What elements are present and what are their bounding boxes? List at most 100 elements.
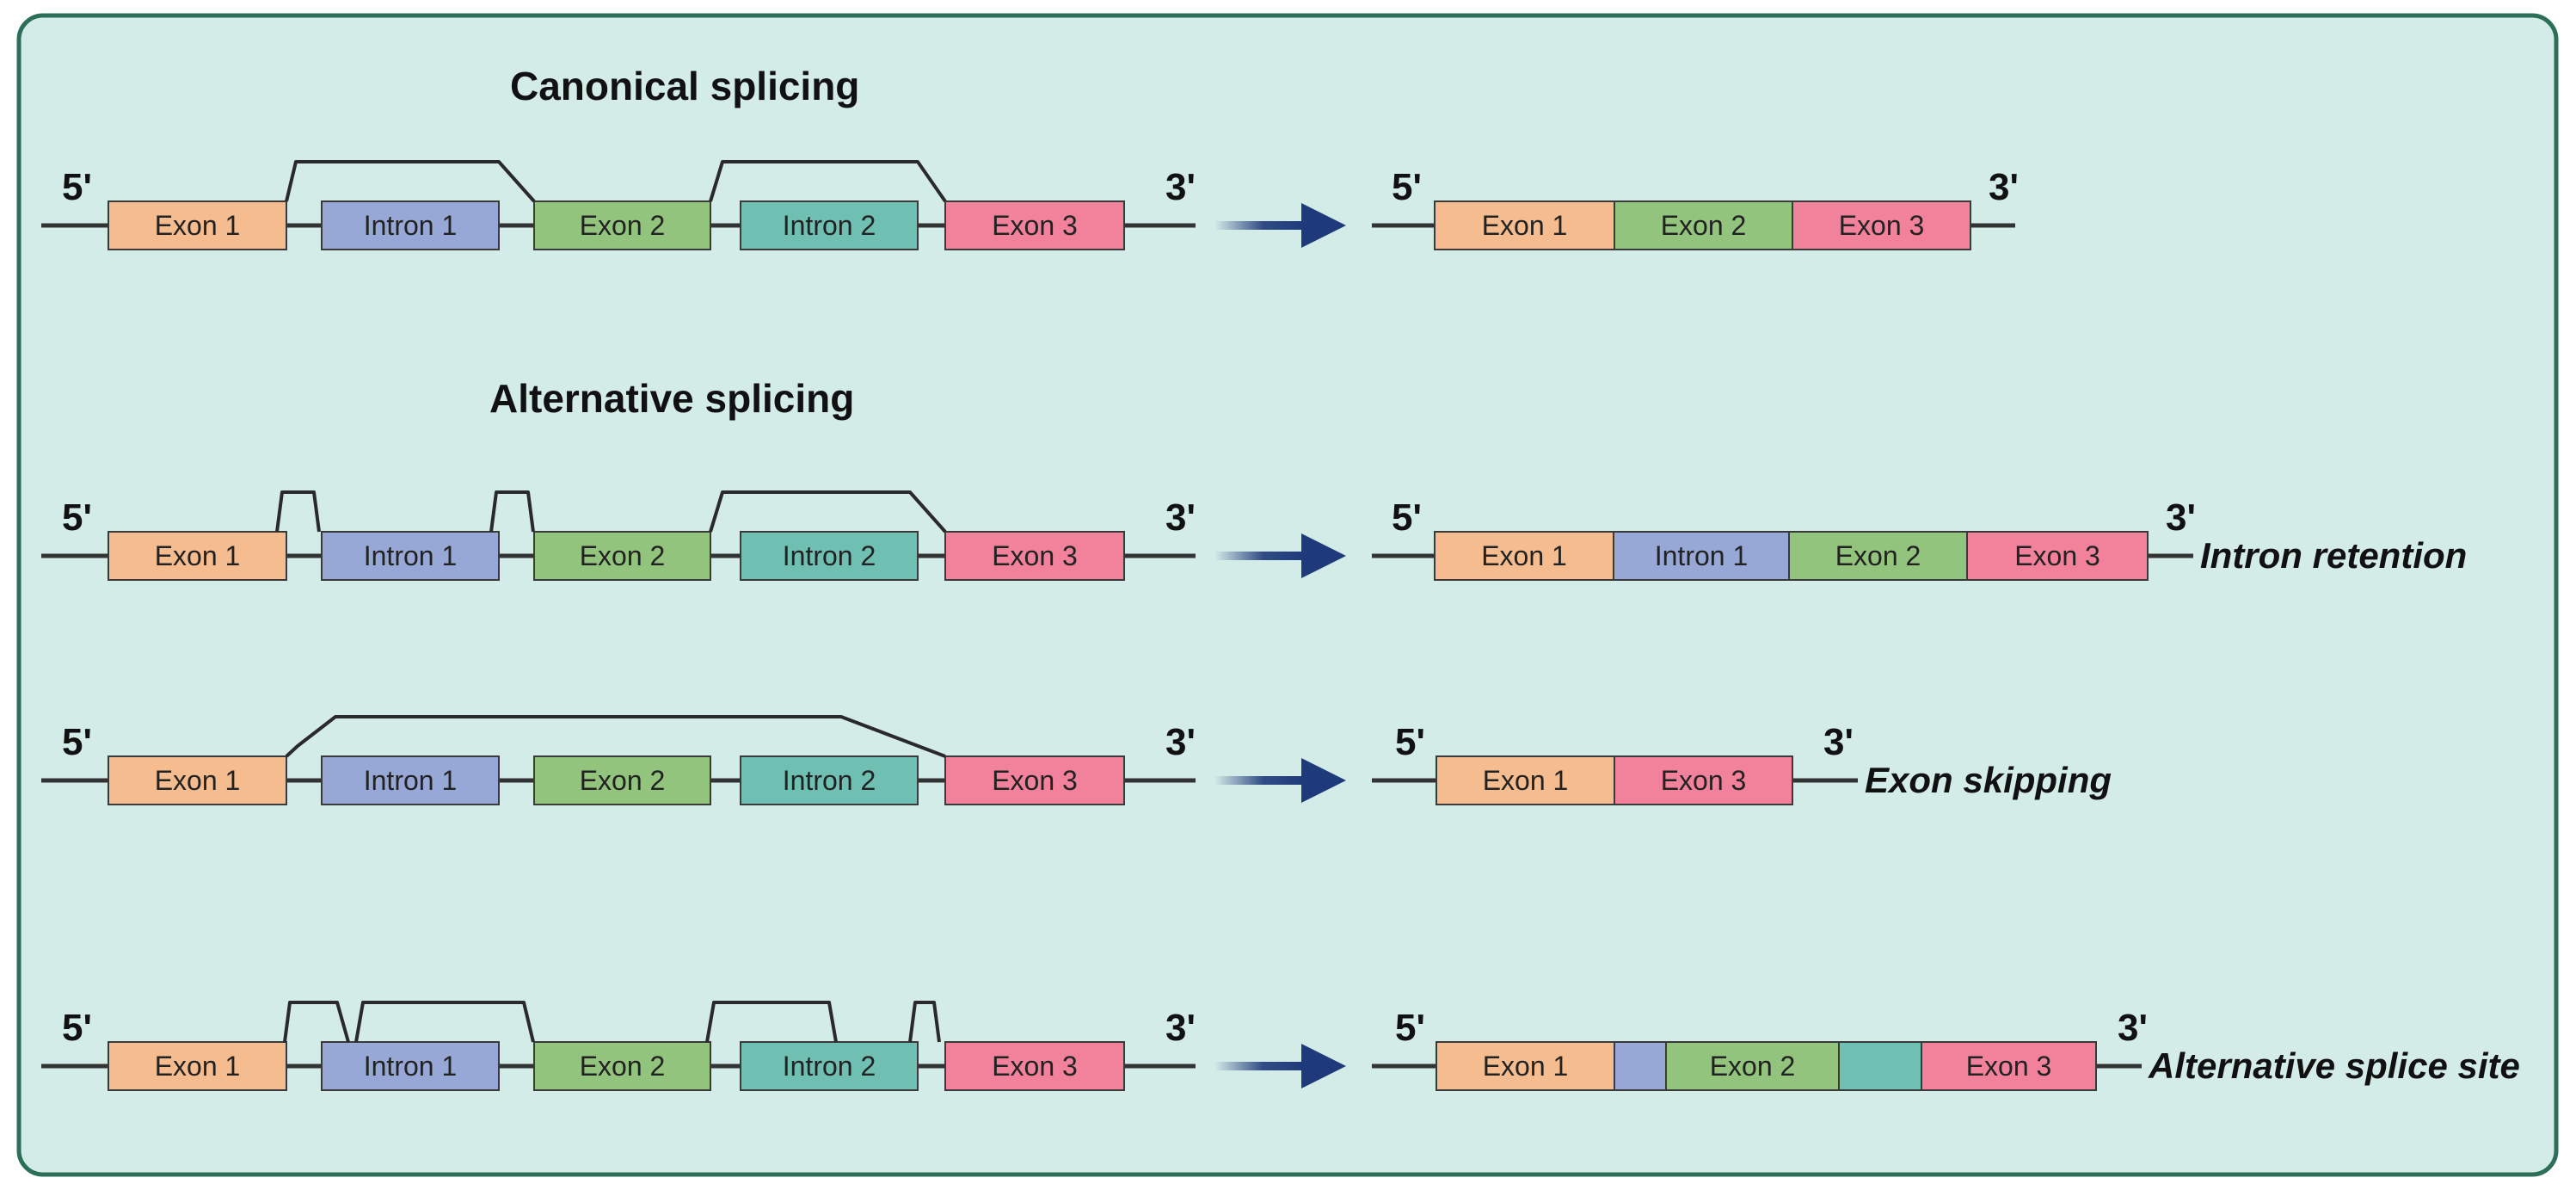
mature-mrna-intron1-block	[1613, 531, 1790, 581]
mature-three-prime-label: 3'	[2118, 1007, 2148, 1049]
mature-mrna-intron1-label: Intron 1	[1655, 540, 1749, 571]
arrow-head-icon	[1301, 203, 1346, 248]
mature-mrna-intron2-fragment-block	[1838, 1041, 1922, 1091]
mature-mrna-exon2-label: Exon 2	[1835, 540, 1921, 571]
mature-mrna-intron1-fragment-block	[1614, 1041, 1667, 1091]
pre-mrna-exon3-label: Exon 3	[992, 540, 1078, 571]
mature-mrna-exon3-label: Exon 3	[1839, 210, 1925, 241]
pre-mrna-exon2-label: Exon 2	[580, 765, 666, 796]
pre-mrna-exon2-block	[533, 531, 711, 581]
pre-mrna-exon1-block	[108, 755, 287, 805]
pre-mrna-exon2-label: Exon 2	[580, 1051, 666, 1082]
mature-mrna-exon3-label: Exon 3	[2014, 540, 2100, 571]
mature-mrna-exon1-label: Exon 1	[1483, 765, 1569, 796]
mature-five-prime-label: 5'	[1392, 166, 1422, 208]
arrow-shaft	[1214, 1062, 1303, 1070]
alternative-splicing-title: Alternative splicing	[489, 376, 854, 421]
five-prime-label: 5'	[62, 166, 92, 208]
pre-mrna-intron2-label: Intron 2	[783, 540, 876, 571]
mature-mrna-exon2-block	[1788, 531, 1968, 581]
pre-mrna-exon2-block	[533, 200, 711, 250]
mature-mrna-exon3-label: Exon 3	[1661, 765, 1747, 796]
mature-five-prime-label: 5'	[1395, 1007, 1425, 1049]
pre-mrna-intron1-block	[321, 531, 500, 581]
pre-mrna-exon1-block	[108, 1041, 287, 1091]
pre-mrna-intron2-block	[740, 1041, 919, 1091]
mature-mrna-exon1-label: Exon 1	[1483, 1051, 1569, 1082]
outcome-label-intron-retention: Intron retention	[2200, 535, 2467, 576]
three-prime-label: 3'	[1165, 166, 1196, 208]
pre-mrna-exon3-block	[944, 1041, 1125, 1091]
arrow-shaft	[1214, 776, 1303, 785]
mature-mrna-exon3-block	[1921, 1041, 2097, 1091]
splice-connector-1	[283, 1001, 350, 1043]
three-prime-label: 3'	[1165, 496, 1196, 539]
pre-mrna-exon2-label: Exon 2	[580, 210, 666, 241]
mature-mrna-exon2-label: Exon 2	[1710, 1051, 1796, 1082]
pre-mrna-exon1-block	[108, 531, 287, 581]
mature-five-prime-label: 5'	[1395, 721, 1425, 763]
three-prime-label: 3'	[1165, 721, 1196, 763]
arrow-head-icon	[1301, 1044, 1346, 1088]
mature-mrna-exon1-label: Exon 1	[1481, 540, 1567, 571]
pre-mrna-intron2-block	[740, 755, 919, 805]
diagram-panel	[16, 13, 2559, 1177]
five-prime-label: 5'	[62, 721, 92, 763]
splice-connector-1	[275, 490, 321, 533]
pre-mrna-intron1-block	[321, 200, 500, 250]
pre-mrna-exon1-label: Exon 1	[155, 1051, 241, 1082]
five-prime-label: 5'	[62, 1007, 92, 1049]
splice-connector-2	[354, 1001, 535, 1043]
outcome-label-alternative-splice-site: Alternative splice site	[2148, 1045, 2520, 1086]
mature-mrna-exon3-block	[1614, 755, 1793, 805]
mature-mrna-exon2-block	[1665, 1041, 1840, 1091]
arrow-head-icon	[1301, 533, 1346, 578]
mature-three-prime-label: 3'	[1823, 721, 1854, 763]
pre-mrna-exon3-block	[944, 200, 1125, 250]
five-prime-label: 5'	[62, 496, 92, 539]
pre-mrna-exon2-block	[533, 1041, 711, 1091]
splicing-rows: 5' 3' Exon 1 Intron 1 Exon 2 Intron 2 Exon 3 5'…	[41, 160, 2520, 1091]
splice-connector-2	[489, 490, 535, 533]
splice-connector-4	[908, 1001, 941, 1043]
pre-mrna-exon3-label: Exon 3	[992, 1051, 1078, 1082]
pre-mrna-exon2-block	[533, 755, 711, 805]
pre-mrna-intron2-block	[740, 531, 919, 581]
pre-mrna-intron1-label: Intron 1	[364, 765, 458, 796]
mature-five-prime-label: 5'	[1392, 496, 1422, 539]
pre-mrna-exon1-label: Exon 1	[155, 765, 241, 796]
pre-mrna-intron1-block	[321, 755, 500, 805]
mature-mrna-exon3-block	[1792, 200, 1971, 250]
canonical-splicing-title: Canonical splicing	[510, 64, 859, 108]
splicing-row-exon-skipping: 5' 3' Exon 1 Intron 1 Exon 2 Intron 2 Exon 3 5'…	[41, 715, 2112, 805]
mature-mrna-exon1-block	[1436, 1041, 1615, 1091]
outcome-label-exon-skipping: Exon skipping	[1865, 760, 2112, 800]
mature-mrna-exon1-block	[1436, 755, 1615, 805]
arrow-shaft	[1214, 221, 1303, 230]
splice-connector-3	[709, 490, 947, 533]
mature-mrna-exon2-label: Exon 2	[1661, 210, 1747, 241]
arrow-shaft	[1214, 552, 1303, 560]
splice-connector-1	[285, 715, 946, 758]
pre-mrna-intron2-block	[740, 200, 919, 250]
pre-mrna-intron1-block	[321, 1041, 500, 1091]
pre-mrna-exon2-label: Exon 2	[580, 540, 666, 571]
pre-mrna-exon3-block	[944, 755, 1125, 805]
pre-mrna-intron2-label: Intron 2	[783, 765, 876, 796]
pre-mrna-intron1-label: Intron 1	[364, 540, 458, 571]
mature-mrna-exon1-block	[1434, 531, 1614, 581]
arrow-head-icon	[1301, 758, 1346, 803]
pre-mrna-exon1-block	[108, 200, 287, 250]
splice-connector-1	[285, 160, 536, 203]
pre-mrna-exon3-label: Exon 3	[992, 210, 1078, 241]
pre-mrna-exon1-label: Exon 1	[155, 210, 241, 241]
pre-mrna-exon3-block	[944, 531, 1125, 581]
mature-mrna-exon1-label: Exon 1	[1482, 210, 1568, 241]
splice-connector-3	[705, 1001, 838, 1043]
pre-mrna-intron2-label: Intron 2	[783, 1051, 876, 1082]
three-prime-label: 3'	[1165, 1007, 1196, 1049]
mature-mrna-exon3-label: Exon 3	[1966, 1051, 2052, 1082]
